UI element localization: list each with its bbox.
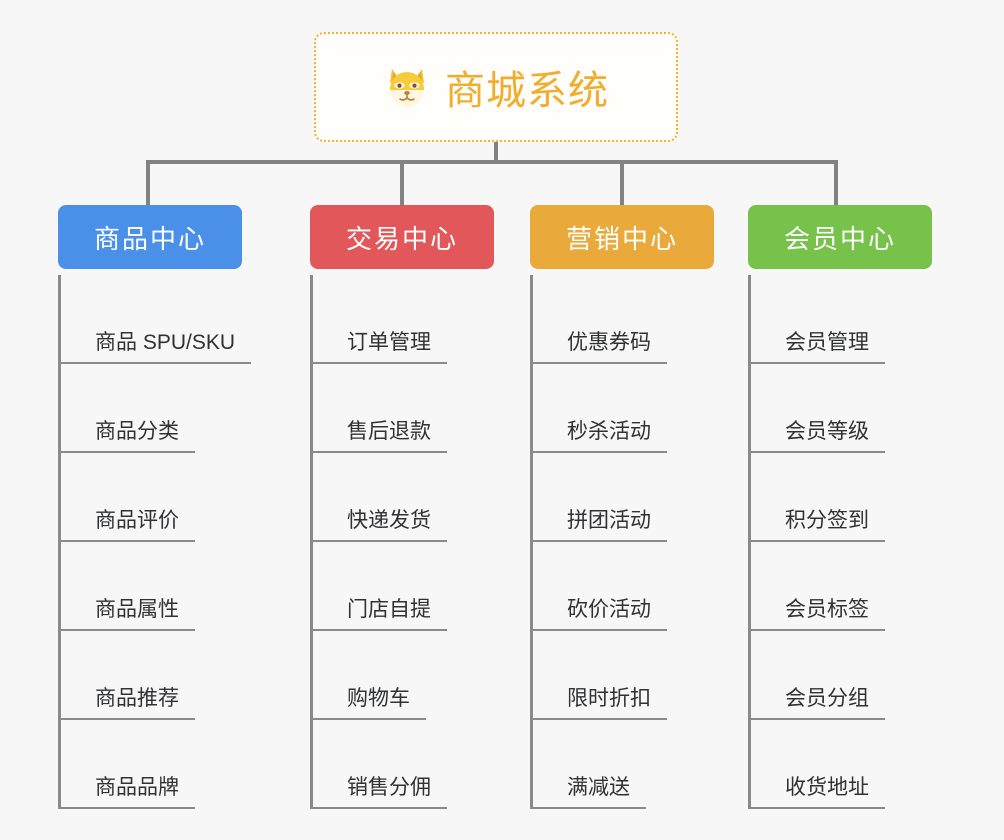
leaf-list-trade-center: 订单管理 售后退款 快递发货 门店自提 购物车 销售分佣 bbox=[310, 275, 494, 809]
category-header-product-center[interactable]: 商品中心 bbox=[58, 205, 242, 269]
leaf-label: 会员等级 bbox=[751, 415, 885, 453]
list-item[interactable]: 限时折扣 bbox=[533, 631, 714, 720]
list-item[interactable]: 会员管理 bbox=[751, 275, 932, 364]
list-item[interactable]: 优惠券码 bbox=[533, 275, 714, 364]
shiba-dog-face-icon bbox=[383, 63, 431, 111]
list-item[interactable]: 销售分佣 bbox=[313, 720, 494, 809]
leaf-label: 商品分类 bbox=[61, 415, 195, 453]
list-item[interactable]: 商品属性 bbox=[61, 542, 242, 631]
leaf-label: 商品属性 bbox=[61, 593, 195, 631]
list-item[interactable]: 会员等级 bbox=[751, 364, 932, 453]
list-item[interactable]: 会员分组 bbox=[751, 631, 932, 720]
list-item[interactable]: 收货地址 bbox=[751, 720, 932, 809]
leaf-label: 会员标签 bbox=[751, 593, 885, 631]
leaf-label: 商品品牌 bbox=[61, 771, 195, 809]
leaf-label: 优惠券码 bbox=[533, 326, 667, 364]
leaf-label: 拼团活动 bbox=[533, 504, 667, 542]
list-item[interactable]: 积分签到 bbox=[751, 453, 932, 542]
category-column-member-center: 会员中心 会员管理 会员等级 积分签到 会员标签 会员分组 收货地址 bbox=[748, 205, 932, 809]
connector-drop-member-center bbox=[834, 160, 838, 208]
list-item[interactable]: 会员标签 bbox=[751, 542, 932, 631]
list-item[interactable]: 商品 SPU/SKU bbox=[61, 275, 252, 364]
leaf-label: 限时折扣 bbox=[533, 682, 667, 720]
leaf-label: 售后退款 bbox=[313, 415, 447, 453]
root-title: 商城系统 bbox=[445, 69, 609, 113]
leaf-label: 砍价活动 bbox=[533, 593, 667, 631]
leaf-list-product-center: 商品 SPU/SKU 商品分类 商品评价 商品属性 商品推荐 商品品牌 bbox=[58, 275, 252, 809]
list-item[interactable]: 商品分类 bbox=[61, 364, 242, 453]
category-header-trade-center[interactable]: 交易中心 bbox=[310, 205, 494, 269]
root-node[interactable]: 商城系统 bbox=[314, 32, 678, 142]
leaf-label: 会员管理 bbox=[751, 326, 885, 364]
list-item[interactable]: 门店自提 bbox=[313, 542, 494, 631]
list-item[interactable]: 商品品牌 bbox=[61, 720, 242, 809]
leaf-label: 秒杀活动 bbox=[533, 415, 667, 453]
list-item[interactable]: 满减送 bbox=[533, 720, 714, 809]
list-item[interactable]: 商品推荐 bbox=[61, 631, 242, 720]
list-item[interactable]: 秒杀活动 bbox=[533, 364, 714, 453]
leaf-list-member-center: 会员管理 会员等级 积分签到 会员标签 会员分组 收货地址 bbox=[748, 275, 932, 809]
leaf-label: 满减送 bbox=[533, 771, 646, 809]
leaf-label: 商品 SPU/SKU bbox=[61, 326, 252, 364]
category-column-trade-center: 交易中心 订单管理 售后退款 快递发货 门店自提 购物车 销售分佣 bbox=[310, 205, 494, 809]
leaf-label: 商品评价 bbox=[61, 504, 195, 542]
leaf-label: 门店自提 bbox=[313, 593, 447, 631]
category-header-member-center[interactable]: 会员中心 bbox=[748, 205, 932, 269]
leaf-list-marketing-center: 优惠券码 秒杀活动 拼团活动 砍价活动 限时折扣 满减送 bbox=[530, 275, 714, 809]
leaf-label: 商品推荐 bbox=[61, 682, 195, 720]
leaf-label: 快递发货 bbox=[313, 504, 447, 542]
list-item[interactable]: 售后退款 bbox=[313, 364, 494, 453]
connector-drop-marketing-center bbox=[620, 160, 624, 208]
connector-horizontal-bus bbox=[148, 160, 836, 164]
leaf-label: 购物车 bbox=[313, 682, 426, 720]
leaf-label: 积分签到 bbox=[751, 504, 885, 542]
list-item[interactable]: 砍价活动 bbox=[533, 542, 714, 631]
list-item[interactable]: 订单管理 bbox=[313, 275, 494, 364]
connector-drop-trade-center bbox=[400, 160, 404, 208]
leaf-label: 收货地址 bbox=[751, 771, 885, 809]
list-item[interactable]: 拼团活动 bbox=[533, 453, 714, 542]
category-header-marketing-center[interactable]: 营销中心 bbox=[530, 205, 714, 269]
list-item[interactable]: 快递发货 bbox=[313, 453, 494, 542]
connector-root-stem bbox=[494, 142, 498, 164]
category-column-product-center: 商品中心 商品 SPU/SKU 商品分类 商品评价 商品属性 商品推荐 商品品牌 bbox=[58, 205, 252, 809]
category-column-marketing-center: 营销中心 优惠券码 秒杀活动 拼团活动 砍价活动 限时折扣 满减送 bbox=[530, 205, 714, 809]
list-item[interactable]: 商品评价 bbox=[61, 453, 242, 542]
leaf-label: 会员分组 bbox=[751, 682, 885, 720]
connector-drop-product-center bbox=[146, 160, 150, 208]
list-item[interactable]: 购物车 bbox=[313, 631, 494, 720]
leaf-label: 销售分佣 bbox=[313, 771, 447, 809]
leaf-label: 订单管理 bbox=[313, 326, 447, 364]
